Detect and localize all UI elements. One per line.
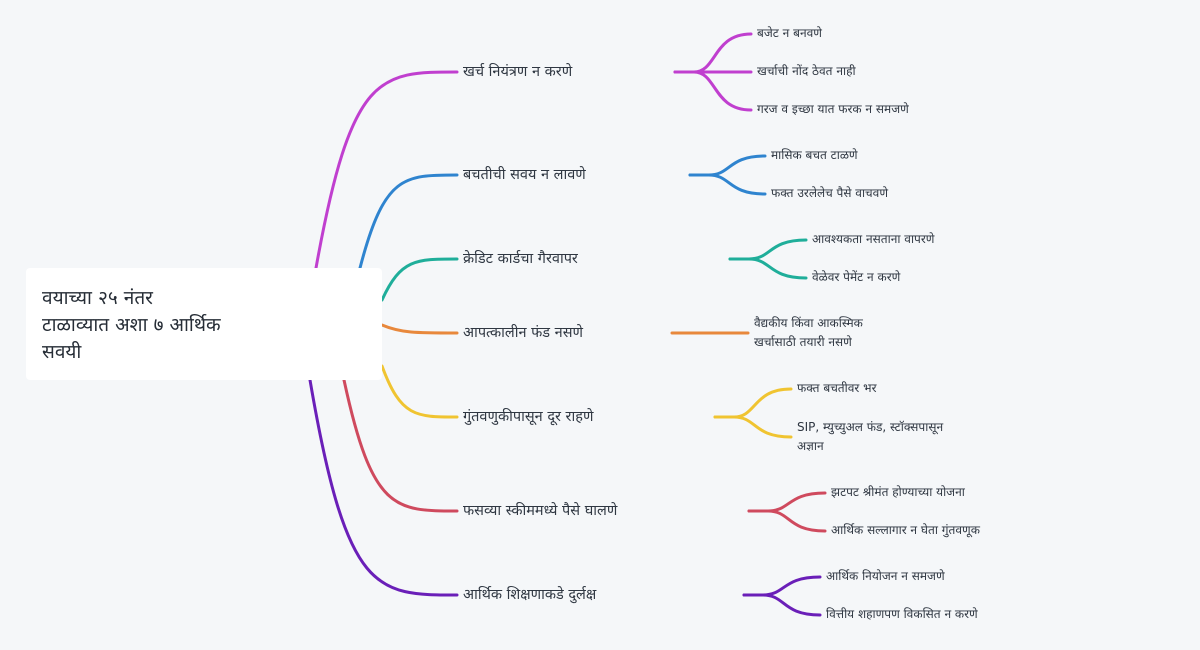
branch-label-2[interactable]: बचतीची सवय न लावणे <box>463 167 586 183</box>
leaf-connector-3-1 <box>728 238 808 261</box>
leaf-text-line: गरज व इच्छा यात फरक न समजणे <box>757 102 909 116</box>
leaf-text-line: वेळेवर पेमेंट न करणे <box>812 270 901 284</box>
branch-connector-7 <box>308 378 459 597</box>
branch-connector-1 <box>314 70 459 270</box>
leaf-connector-7-2 <box>742 593 822 617</box>
leaf-text-line: आवश्यकता नसताना वापरणे <box>812 232 935 246</box>
leaf-label-3-2[interactable]: वेळेवर पेमेंट न करणे <box>812 268 900 287</box>
leaf-connector-2-1 <box>688 154 767 177</box>
leaf-text-line: झटपट श्रीमंत होण्याच्या योजना <box>831 485 965 499</box>
leaf-text-line: वैद्यकीय किंवा आकस्मिक <box>754 316 863 330</box>
leaf-label-6-2[interactable]: आर्थिक सल्लागार न घेता गुंतवणूक <box>831 521 980 540</box>
leaf-label-7-1[interactable]: आर्थिक नियोजन न समजणे <box>826 567 945 586</box>
leaf-connector-3-2 <box>728 257 808 280</box>
leaf-text-line: आर्थिक सल्लागार न घेता गुंतवणूक <box>831 523 980 537</box>
root-title-line-1: वयाच्या २५ नंतर <box>42 287 153 309</box>
branch-label-4[interactable]: आपत्कालीन फंड नसणे <box>463 325 583 341</box>
leaf-label-2-2[interactable]: फक्त उरलेलेच पैसे वाचवणे <box>771 184 888 203</box>
leaf-connector-1-3 <box>673 70 753 112</box>
leaf-label-7-2[interactable]: वित्तीय शहाणपण विकसित न करणे <box>826 605 978 624</box>
leaf-label-1-2[interactable]: खर्चाची नोंद ठेवत नाही <box>757 62 856 81</box>
leaf-label-5-2[interactable]: SIP, म्युच्युअल फंड, स्टॉक्सपासून अज्ञान <box>797 418 943 456</box>
leaf-connector-6-2 <box>747 509 827 533</box>
leaf-text-line: फक्त उरलेलेच पैसे वाचवणे <box>771 186 889 200</box>
leaf-text-line: खर्चासाठी तयारी नसणे <box>754 335 852 349</box>
leaf-text-line: आर्थिक नियोजन न समजणे <box>826 569 945 583</box>
leaf-label-1-3[interactable]: गरज व इच्छा यात फरक न समजणे <box>757 100 909 119</box>
leaf-connector-5-2 <box>713 415 793 439</box>
leaf-text-line: फक्त बचतीवर भर <box>797 381 877 395</box>
leaf-label-5-1[interactable]: फक्त बचतीवर भर <box>797 379 877 398</box>
branch-connector-6 <box>342 378 459 513</box>
leaf-text-line: अज्ञान <box>797 439 824 453</box>
leaf-label-2-1[interactable]: मासिक बचत टाळणे <box>771 146 858 165</box>
leaf-text-line: SIP, म्युच्युअल फंड, स्टॉक्सपासून <box>797 420 944 434</box>
branch-label-6[interactable]: फसव्या स्कीममध्ये पैसे घालणे <box>463 503 618 519</box>
branch-label-1[interactable]: खर्च नियंत्रण न करणे <box>463 64 573 80</box>
leaf-text-line: वित्तीय शहाणपण विकसित न करणे <box>826 607 978 621</box>
root-node[interactable]: वयाच्या २५ नंतर टाळाव्यात अशा ७ आर्थिक स… <box>26 268 382 380</box>
leaf-connector-1-1 <box>673 32 753 74</box>
root-title-line-2: टाळाव्यात अशा ७ आर्थिक <box>42 314 221 336</box>
branch-label-7[interactable]: आर्थिक शिक्षणाकडे दुर्लक्ष <box>463 587 597 603</box>
leaf-text-line: खर्चाची नोंद ठेवत नाही <box>757 64 856 78</box>
branch-connector-4 <box>380 323 459 335</box>
leaf-connector-5-1 <box>713 387 793 419</box>
leaf-label-4-1[interactable]: वैद्यकीय किंवा आकस्मिक खर्चासाठी तयारी नस… <box>754 314 863 352</box>
branch-label-3[interactable]: क्रेडिट कार्डचा गैरवापर <box>463 251 578 267</box>
leaf-connector-2-2 <box>688 173 767 196</box>
leaf-label-3-1[interactable]: आवश्यकता नसताना वापरणे <box>812 230 934 249</box>
branch-label-5[interactable]: गुंतवणुकीपासून दूर राहणे <box>463 409 594 425</box>
root-title-line-3: सवयी <box>42 341 82 363</box>
leaf-connector-6-1 <box>747 491 827 513</box>
branch-connector-3 <box>380 257 459 302</box>
leaf-label-6-1[interactable]: झटपट श्रीमंत होण्याच्या योजना <box>831 483 965 502</box>
branch-connector-2 <box>358 173 459 270</box>
leaf-text-line: बजेट न बनवणे <box>757 26 822 40</box>
branch-connector-5 <box>380 364 459 419</box>
leaf-connector-7-1 <box>742 575 822 597</box>
leaf-text-line: मासिक बचत टाळणे <box>771 148 858 162</box>
leaf-label-1-1[interactable]: बजेट न बनवणे <box>757 24 822 43</box>
